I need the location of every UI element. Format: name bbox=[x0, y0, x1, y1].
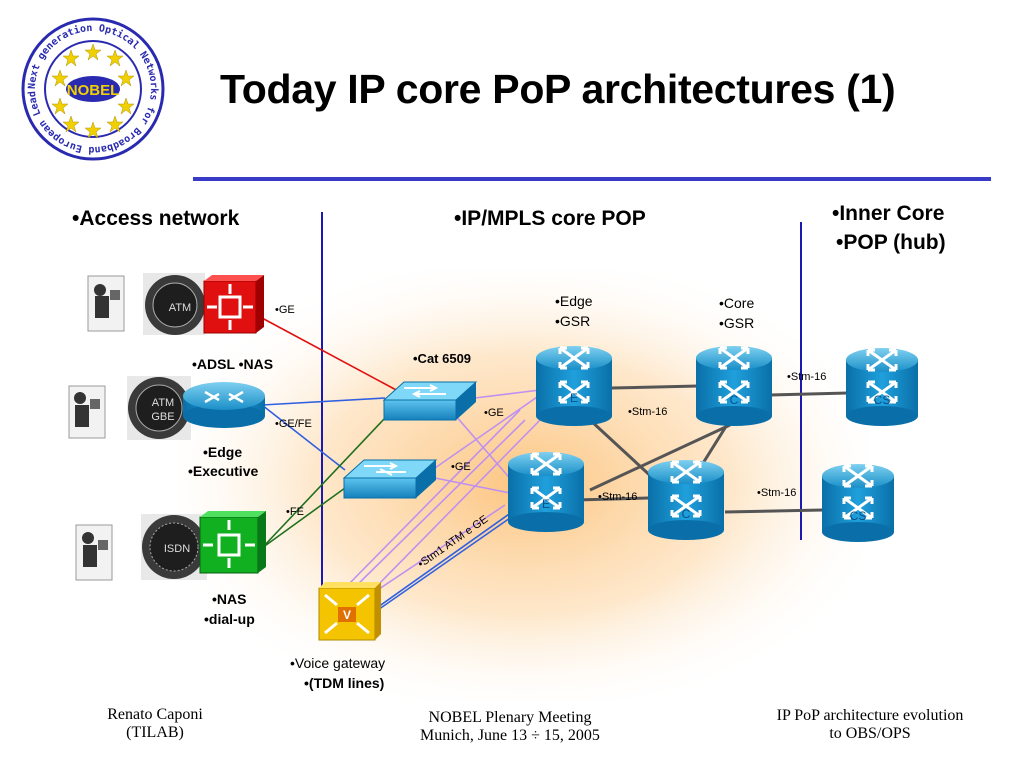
isdn-label: ISDN bbox=[164, 543, 190, 555]
voice-icon-label: V bbox=[343, 608, 351, 622]
section-inner-core: •Inner Core bbox=[832, 202, 945, 225]
link-ge-3: •GE bbox=[451, 461, 471, 473]
section-core-pop: •IP/MPLS core POP bbox=[454, 207, 646, 230]
nobel-logo: Next generation Optical Networks for Bro… bbox=[18, 14, 165, 161]
link-stm16-a: •Stm-16 bbox=[628, 406, 667, 418]
link-ge-fe: •GE/FE bbox=[275, 418, 312, 430]
link-stm16-d: •Stm-16 bbox=[757, 487, 796, 499]
link-fe: •FE bbox=[286, 506, 304, 518]
label-voice-gateway: •Voice gateway bbox=[290, 655, 386, 671]
edge-executive-router bbox=[183, 382, 265, 428]
label-core-gsr-1: •Core bbox=[719, 295, 755, 311]
section-access-network: •Access network bbox=[72, 207, 240, 230]
atm-cloud: ATM bbox=[143, 273, 205, 335]
atm-nas-box bbox=[203, 275, 264, 334]
label-edge-gsr-1: •Edge bbox=[555, 293, 593, 309]
label-nas: •NAS bbox=[212, 591, 247, 607]
router-edge-2: E bbox=[508, 452, 584, 532]
router-core-2-label: C bbox=[682, 507, 691, 521]
cat-switch-2 bbox=[342, 459, 438, 499]
router-core-2: C bbox=[648, 460, 724, 540]
router-edge-1: E bbox=[536, 346, 612, 426]
footer-meeting-date: Munich, June 13 ÷ 15, 2005 bbox=[420, 727, 600, 744]
atm-gbe-label-1: ATM bbox=[152, 397, 174, 409]
footer-author: Renato Caponi (TILAB) bbox=[80, 706, 230, 742]
router-core-1-label: C bbox=[730, 393, 739, 407]
link-stm16-b: •Stm-16 bbox=[598, 491, 637, 503]
label-tdm-lines: •(TDM lines) bbox=[304, 675, 385, 691]
link-ge-2: •GE bbox=[484, 407, 504, 419]
link-ge-1: •GE bbox=[275, 304, 295, 316]
label-edge: •Edge bbox=[203, 444, 243, 460]
router-edge-2-label: E bbox=[542, 497, 550, 511]
router-inner-core-2-label: CS bbox=[850, 509, 867, 523]
footer-topic-line-1: IP PoP architecture evolution bbox=[776, 707, 964, 724]
router-inner-core-1-label: CS bbox=[874, 393, 891, 407]
footer-meeting-name: NOBEL Plenary Meeting bbox=[428, 709, 592, 726]
router-inner-core-2: CS bbox=[822, 464, 894, 542]
atm-gbe-label-2: GBE bbox=[151, 411, 174, 423]
footer-meeting: NOBEL Plenary Meeting Munich, June 13 ÷ … bbox=[370, 709, 650, 745]
cat-switch-1 bbox=[382, 381, 478, 421]
section-pop-hub: •POP (hub) bbox=[836, 231, 946, 254]
title-rule bbox=[193, 177, 991, 181]
footer-author-org: (TILAB) bbox=[126, 724, 184, 741]
label-executive: •Executive bbox=[188, 463, 259, 479]
isdn-cloud: ISDN bbox=[141, 514, 207, 580]
router-edge-1-label: E bbox=[570, 391, 578, 405]
footer-author-name: Renato Caponi bbox=[107, 706, 203, 723]
footer-topic: IP PoP architecture evolution to OBS/OPS bbox=[740, 707, 1000, 743]
footer-topic-line-2: to OBS/OPS bbox=[829, 725, 911, 742]
atm-label: ATM bbox=[169, 302, 191, 314]
atm-gbe-cloud: ATM GBE bbox=[127, 376, 191, 440]
logo-center-text: NOBEL bbox=[67, 82, 120, 99]
user-workstation-3 bbox=[75, 524, 113, 581]
page-title: Today IP core PoP architectures (1) bbox=[220, 66, 896, 112]
network-diagram: ATM ATM GBE ISDN bbox=[68, 212, 918, 700]
links bbox=[261, 317, 849, 613]
router-inner-core-1: CS bbox=[846, 348, 918, 426]
link-stm16-c: •Stm-16 bbox=[787, 371, 826, 383]
label-core-gsr-2: •GSR bbox=[719, 315, 755, 331]
label-adsl-nas: •ADSL •NAS bbox=[192, 356, 274, 372]
label-dial-up: •dial-up bbox=[204, 611, 255, 627]
logo-stars bbox=[51, 43, 135, 139]
user-workstation-2 bbox=[68, 385, 106, 439]
user-workstation-1 bbox=[87, 275, 125, 332]
router-core-1: C bbox=[696, 346, 772, 426]
nas-dialup-box bbox=[199, 511, 266, 574]
label-cat-6509: •Cat 6509 bbox=[413, 351, 472, 366]
label-edge-gsr-2: •GSR bbox=[555, 313, 591, 329]
voice-gateway-box: V bbox=[318, 582, 381, 641]
